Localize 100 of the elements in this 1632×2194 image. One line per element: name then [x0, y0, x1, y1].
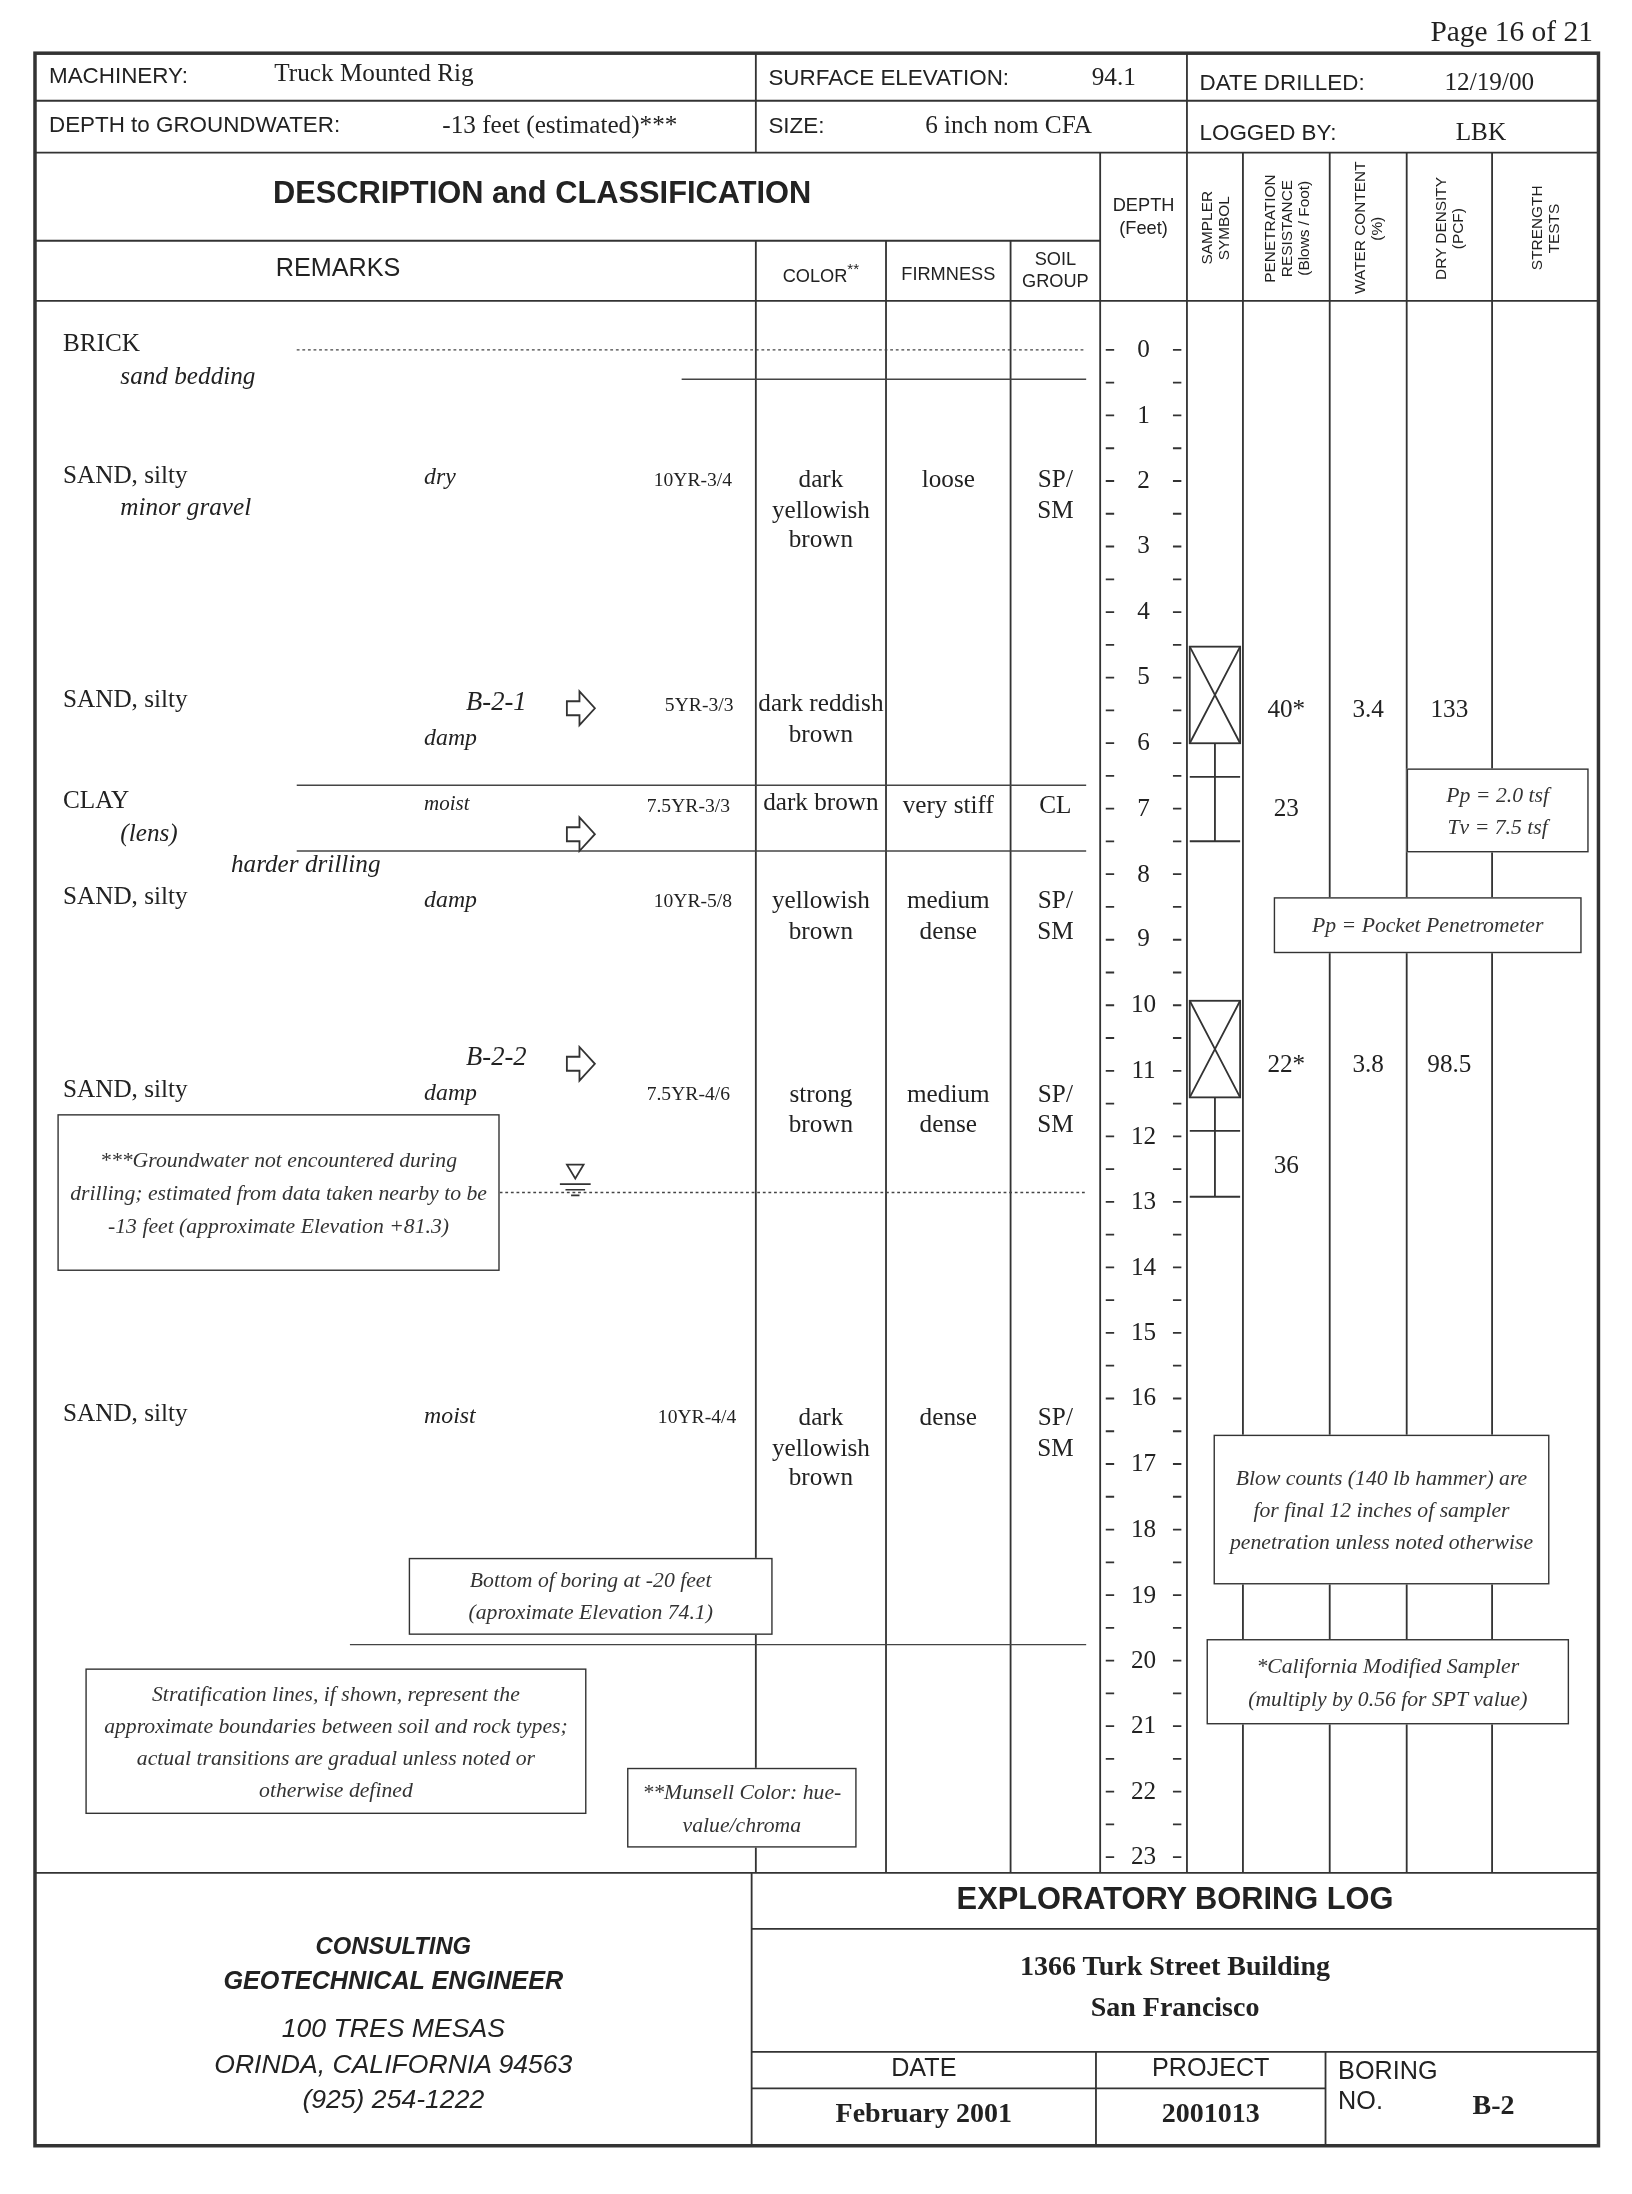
field-label: DATE [890, 2053, 958, 2084]
depth-number: 13 [1129, 1186, 1158, 1217]
test-value: 133 [1429, 694, 1470, 725]
depth-number: 21 [1129, 1711, 1158, 1741]
drilling-note: harder drilling [230, 849, 381, 880]
note-text: ***Groundwater not encountered during drilling; estimated from data taken nearby to be -13 feet (approximate Elevation +81.3) [69, 1146, 488, 1240]
field-value: 12/19/00 [1444, 67, 1535, 98]
field-value: B-2 [1472, 2087, 1515, 2121]
depth-number: 1 [1136, 400, 1151, 431]
depth-number: 16 [1129, 1383, 1158, 1414]
section-heading: DESCRIPTION and CLASSIFICATION [272, 174, 812, 212]
note-box [85, 1668, 587, 1814]
field-label: BORING NO. [1338, 2056, 1439, 2117]
field-value: LBK [1455, 117, 1507, 148]
field-value: February 2001 [834, 2095, 1014, 2129]
note-box [1213, 1434, 1550, 1585]
soil-group: SP/ SM [1026, 886, 1085, 947]
note-box [627, 1767, 857, 1848]
depth-number: 23 [1129, 1842, 1158, 1873]
depth-number: 14 [1129, 1252, 1158, 1283]
depth-number: 7 [1136, 793, 1151, 824]
sample-id: B-2-2 [466, 1041, 527, 1073]
firmness-text: dense [918, 1402, 978, 1433]
firmness-text: loose [920, 464, 976, 495]
moisture-note: damp [424, 1079, 477, 1108]
depth-number: 6 [1136, 727, 1151, 758]
firmness-text: medium dense [906, 886, 991, 947]
depth-number: 8 [1136, 858, 1151, 889]
column-header: STRENGTH TESTS [1527, 184, 1564, 273]
note-text: *California Modified Sampler (multiply by 0.56 for SPT value) [1247, 1652, 1529, 1713]
field-label: SIZE: [768, 112, 825, 139]
soil-type: SAND, silty [63, 881, 188, 912]
note-box [57, 1114, 500, 1271]
depth-number: 10 [1129, 990, 1158, 1020]
munsell-code: 5YR-3/3 [664, 694, 734, 718]
note-text: Stratification lines, if shown, represent the approximate boundaries between soil and rock types; actual transitions are gradual unless noted or otherwise defined [103, 1679, 569, 1804]
column-header: FIRMNESS [900, 263, 997, 285]
depth-number: 18 [1129, 1514, 1158, 1545]
field-label: DATE DRILLED: [1199, 69, 1365, 96]
depth-number: 5 [1136, 662, 1151, 693]
test-value: 3.4 [1351, 694, 1385, 725]
munsell-code: 10YR-5/8 [653, 890, 733, 914]
sample-id: B-2-1 [466, 685, 527, 718]
depth-number: 20 [1129, 1645, 1158, 1676]
soil-type: SAND, silty [63, 1074, 188, 1105]
field-value: Truck Mounted Rig [274, 58, 474, 89]
depth-number: 15 [1129, 1317, 1158, 1348]
field-label: MACHINERY: [49, 62, 188, 89]
note-text: Blow counts (140 lb hammer) are for final 12 inches of sampler penetration unless noted otherwise [1228, 1463, 1535, 1556]
soil-type: CLAY [63, 785, 130, 816]
column-header: PENETRATION RESISTANCE (Blows / Foot) [1259, 173, 1313, 285]
note-text: **Munsell Color: hue-value/chroma [641, 1778, 843, 1838]
moisture-note: damp [424, 723, 477, 753]
munsell-code: 10YR-4/4 [657, 1406, 737, 1430]
soil-type: BRICK [63, 328, 140, 359]
soil-description: (lens) [120, 818, 178, 849]
soil-color: dark reddish brown [757, 688, 885, 749]
moisture-note: damp [424, 886, 477, 915]
soil-description: sand bedding [120, 361, 256, 392]
column-header: REMARKS [275, 253, 401, 284]
depth-number: 22 [1129, 1776, 1158, 1807]
column-header: SAMPLER SYMBOL [1197, 190, 1233, 267]
test-value: 22* [1266, 1049, 1307, 1080]
project-location: San Francisco [1089, 1989, 1261, 2023]
munsell-code: 7.5YR-4/6 [646, 1083, 730, 1107]
soil-color: yellowish brown [770, 886, 871, 947]
munsell-code: 10YR-3/4 [653, 468, 733, 492]
test-value: 36 [1272, 1150, 1300, 1181]
depth-number: 0 [1136, 334, 1151, 365]
soil-type: SAND, silty [63, 460, 188, 491]
field-value: 94.1 [1091, 63, 1136, 93]
note-text: Bottom of boring at -20 feet (aproximate Elevation 74.1) [467, 1566, 714, 1626]
column-header: DEPTH (Feet) [1111, 194, 1176, 239]
field-value: -13 feet (estimated)*** [442, 110, 678, 141]
test-value: 40* [1266, 694, 1307, 725]
depth-number: 2 [1136, 465, 1151, 496]
form-title: EXPLORATORY BORING LOG [955, 1881, 1395, 1919]
test-value: 3.8 [1351, 1049, 1385, 1080]
depth-number: 12 [1129, 1121, 1158, 1152]
soil-description: minor gravel [120, 492, 252, 523]
firmness-text: medium dense [906, 1079, 991, 1140]
soil-type: SAND, silty [63, 1398, 188, 1429]
field-value: 6 inch nom CFA [925, 110, 1092, 141]
phone-number: (925) 254-1222 [301, 2084, 486, 2116]
depth-number: 17 [1129, 1448, 1158, 1479]
moisture-note: dry [424, 463, 456, 492]
soil-color: dark yellowish brown [770, 1402, 871, 1493]
note-box [408, 1557, 773, 1635]
firmness-text: very stiff [901, 790, 995, 821]
note-box [1273, 897, 1582, 954]
note-text: Pp = Pocket Penetrometer [1312, 912, 1544, 939]
page-number: Page 16 of 21 [1429, 14, 1593, 50]
project-name: 1366 Turk Street Building [1019, 1948, 1331, 1982]
address-text: ORINDA, CALIFORNIA 94563 [213, 2049, 574, 2081]
soil-group: CL [1010, 790, 1101, 822]
depth-number: 9 [1136, 924, 1151, 955]
moisture-note: moist [424, 791, 470, 817]
soil-color: strong brown [787, 1079, 855, 1140]
field-label: LOGGED BY: [1199, 119, 1337, 146]
soil-color: dark yellowish brown [770, 464, 871, 556]
